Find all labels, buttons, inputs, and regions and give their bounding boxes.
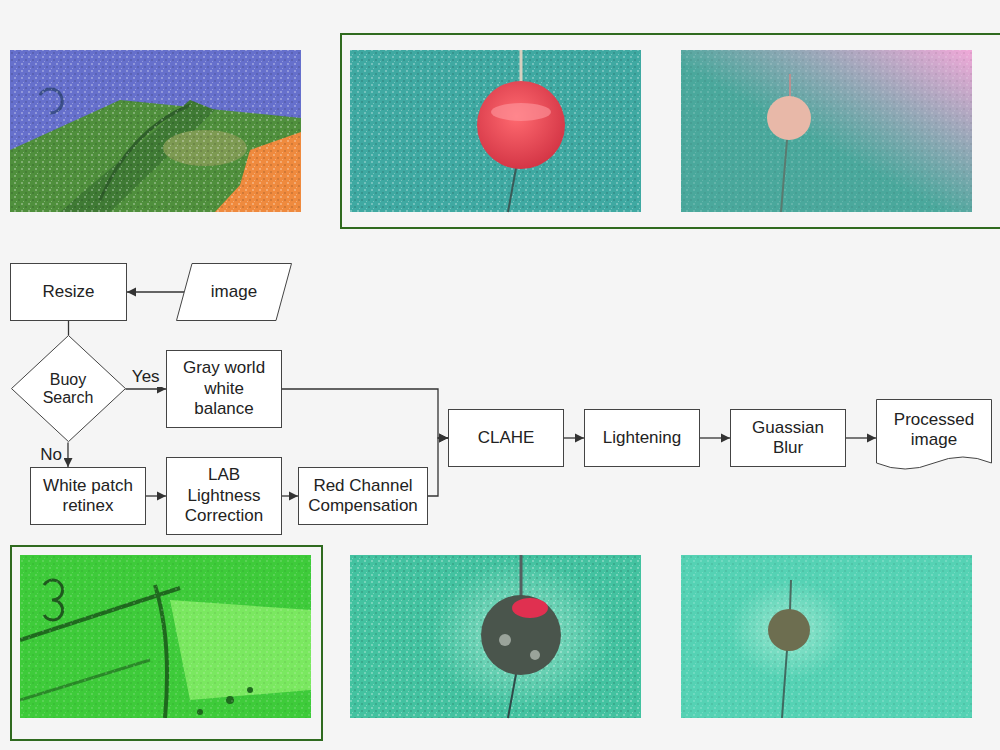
node-label: Buoy Search: [36, 371, 100, 408]
node-label: image: [211, 282, 257, 302]
node-label: Lightening: [603, 428, 681, 448]
flow-arrow: [282, 495, 298, 496]
photo-buoy-far-processed: [681, 555, 972, 718]
flow-arrow: [68, 321, 69, 335]
flow-arrow: [146, 495, 166, 496]
outline-path: [877, 400, 992, 470]
photo-buoy-raw: [350, 50, 641, 212]
flow-arrow: [428, 438, 448, 496]
flow-arrow: [564, 437, 584, 438]
text-block: Resize: [43, 282, 95, 302]
edge-label: Yes: [130, 367, 162, 387]
text-block: LAB Lightness Correction: [174, 465, 274, 526]
process-box: CLAHE: [448, 409, 564, 467]
node-label: Processed image: [884, 410, 984, 451]
photo-buoy-far-raw: [681, 50, 972, 212]
flow-arrow: [282, 389, 448, 438]
text-block: CLAHE: [478, 428, 535, 448]
text-block: image: [211, 282, 257, 302]
photo-hull-raw: [10, 50, 301, 212]
process-box: LAB Lightness Correction: [166, 457, 282, 535]
outline-path: [11, 336, 125, 442]
input-parallelogram: image: [176, 263, 292, 321]
edge-label: No: [38, 445, 64, 465]
node-label: Guassian Blur: [743, 418, 833, 459]
text-block: Processed image: [884, 410, 984, 451]
flow-arrow: [700, 437, 730, 438]
text-block: Red Channel Compensation: [304, 476, 422, 517]
flow-arrow: [67, 443, 68, 467]
decision-diamond: Buoy Search: [11, 335, 126, 442]
process-box: Guassian Blur: [730, 409, 846, 467]
flow-arrow: [846, 437, 876, 438]
text-block: Gray world white balance: [178, 358, 270, 419]
group-frame: [341, 34, 1000, 228]
text-block: Lightening: [603, 428, 681, 448]
process-box: Gray world white balance: [166, 350, 282, 428]
process-box: Lightening: [584, 409, 700, 467]
node-label: Red Channel Compensation: [304, 476, 422, 517]
outline-path: [177, 264, 292, 321]
node-label: CLAHE: [478, 428, 535, 448]
process-box: Red Channel Compensation: [298, 467, 428, 525]
node-label: LAB Lightness Correction: [174, 465, 274, 526]
group-frame: [11, 546, 322, 740]
text-block: White patch retinex: [36, 476, 140, 517]
process-box: White patch retinex: [30, 467, 146, 525]
photo-buoy-processed: [350, 555, 641, 718]
node-label: Gray world white balance: [178, 358, 270, 419]
node-label: White patch retinex: [36, 476, 140, 517]
text-block: Guassian Blur: [743, 418, 833, 459]
text-block: Buoy Search: [36, 371, 100, 408]
flow-arrow: [125, 388, 166, 389]
photo-hull-processed: [20, 555, 311, 718]
output-document: Processed image: [876, 399, 992, 475]
node-label: Resize: [43, 282, 95, 302]
process-box: Resize: [10, 263, 127, 321]
flow-arrow: [127, 291, 184, 292]
